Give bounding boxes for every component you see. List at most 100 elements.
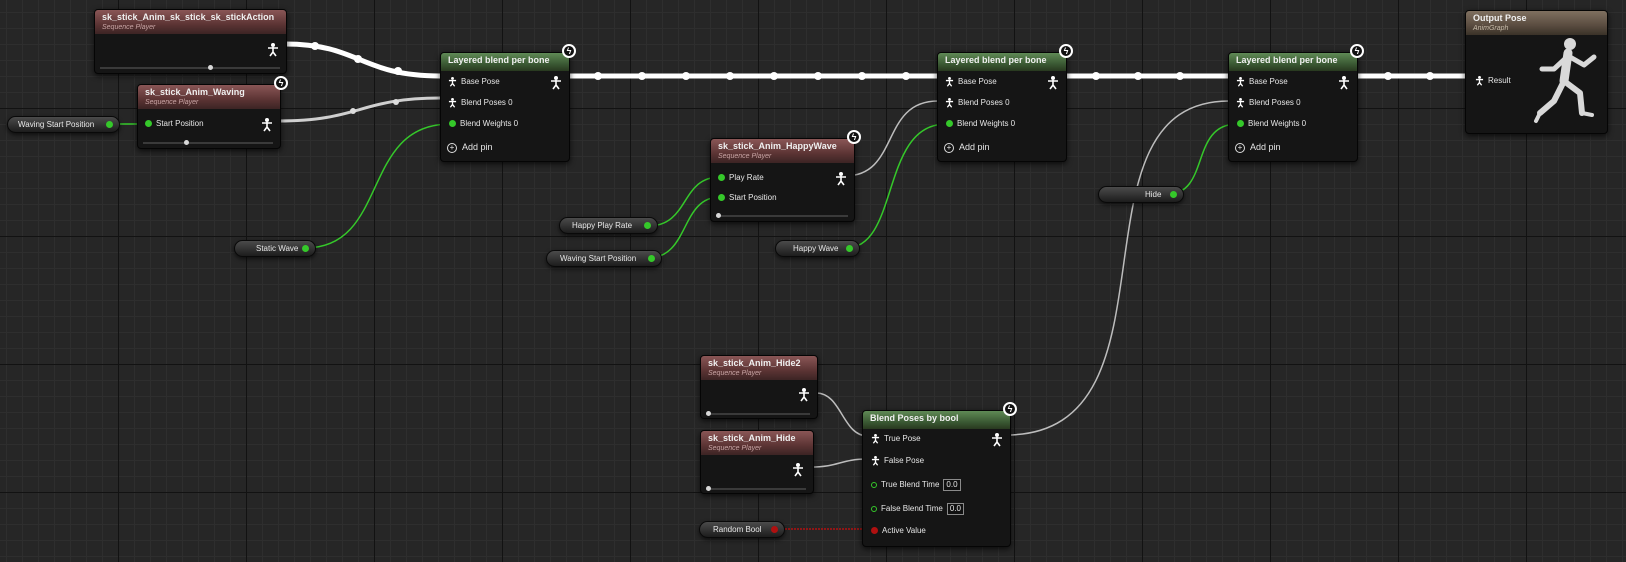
node-title: sk_stick_Anim_HappyWave bbox=[718, 141, 837, 151]
pose-output-pin-icon[interactable] bbox=[835, 172, 847, 186]
sequence-player-hide-node[interactable]: sk_stick_Anim_Hide Sequence Player bbox=[700, 430, 814, 494]
float-pin-icon[interactable] bbox=[145, 120, 152, 128]
fast-path-icon: ϟ bbox=[1059, 44, 1073, 58]
base-pose-pin[interactable]: Base Pose bbox=[1236, 77, 1288, 87]
slider-knob[interactable] bbox=[706, 411, 711, 416]
position-slider[interactable] bbox=[716, 213, 848, 218]
variable-static-wave[interactable]: Static Wave bbox=[234, 240, 316, 257]
pose-output-pin-icon[interactable] bbox=[267, 43, 279, 57]
pose-output-pin-icon[interactable] bbox=[1338, 76, 1350, 90]
blend-weights-pin[interactable]: Blend Weights 0 bbox=[1237, 119, 1306, 129]
pin-label: Start Position bbox=[729, 193, 777, 202]
variable-label: Happy Wave bbox=[793, 244, 839, 253]
pose-pin-icon[interactable] bbox=[448, 98, 457, 108]
false-blend-time-input[interactable]: 0.0 bbox=[946, 503, 964, 515]
float-pin-icon[interactable] bbox=[644, 222, 651, 229]
start-position-pin[interactable]: Start Position bbox=[145, 119, 204, 129]
base-pose-pin[interactable]: Base Pose bbox=[945, 77, 997, 87]
float-pin-icon[interactable] bbox=[871, 481, 877, 488]
sequence-player-action-node[interactable]: sk_stick_Anim_sk_stick_sk_stickAction Se… bbox=[94, 9, 287, 74]
node-title: Layered blend per bone bbox=[448, 55, 550, 65]
float-pin-icon[interactable] bbox=[1170, 191, 1177, 198]
start-position-pin[interactable]: Start Position bbox=[718, 193, 777, 203]
float-pin-icon[interactable] bbox=[846, 245, 853, 252]
slider-knob[interactable] bbox=[706, 486, 711, 491]
slider-knob[interactable] bbox=[716, 213, 721, 218]
slider-knob[interactable] bbox=[184, 140, 189, 145]
variable-happy-wave[interactable]: Happy Wave bbox=[775, 240, 860, 257]
variable-random-bool[interactable]: Random Bool bbox=[699, 521, 785, 538]
blend-weights-pin[interactable]: Blend Weights 0 bbox=[449, 119, 518, 129]
pose-pin-icon[interactable] bbox=[1236, 98, 1245, 108]
blend-weights-pin[interactable]: Blend Weights 0 bbox=[946, 119, 1015, 129]
blend-poses-pin[interactable]: Blend Poses 0 bbox=[945, 98, 1010, 108]
sequence-player-happywave-node[interactable]: sk_stick_Anim_HappyWave Sequence Player … bbox=[710, 130, 861, 222]
slider-knob[interactable] bbox=[208, 65, 213, 70]
float-wire-happy-rate bbox=[647, 176, 721, 227]
pose-output-pin-icon[interactable] bbox=[792, 463, 804, 477]
node-subtitle: Sequence Player bbox=[102, 24, 156, 31]
variable-happy-play-rate[interactable]: Happy Play Rate bbox=[559, 217, 658, 234]
pose-output-pin-icon[interactable] bbox=[798, 388, 810, 402]
node-header: sk_stick_Anim_Hide Sequence Player bbox=[701, 431, 813, 455]
position-slider[interactable] bbox=[100, 65, 280, 70]
running-mannequin-icon bbox=[1534, 38, 1597, 123]
blend-poses-pin[interactable]: Blend Poses 0 bbox=[448, 98, 513, 108]
variable-waving-start-position[interactable]: Waving Start Position bbox=[7, 116, 120, 133]
float-pin-icon[interactable] bbox=[718, 174, 725, 182]
variable-hide[interactable]: Hide bbox=[1098, 186, 1184, 203]
fast-path-icon: ϟ bbox=[562, 44, 576, 58]
node-title: Blend Poses by bool bbox=[870, 413, 959, 423]
active-value-pin[interactable]: Active Value bbox=[871, 526, 926, 536]
pose-output-pin-icon[interactable] bbox=[991, 433, 1003, 447]
pose-pin-icon[interactable] bbox=[945, 98, 954, 108]
float-pin-icon[interactable] bbox=[1237, 120, 1244, 128]
float-pin-icon[interactable] bbox=[648, 255, 655, 262]
pose-pin-icon[interactable] bbox=[448, 77, 457, 87]
pin-label: Blend Weights 0 bbox=[1248, 119, 1307, 128]
float-pin-icon[interactable] bbox=[871, 505, 877, 512]
false-pose-pin[interactable]: False Pose bbox=[871, 456, 924, 466]
layered-blend-node-2[interactable]: Layered blend per bone Base Pose Blend P… bbox=[937, 44, 1073, 162]
play-rate-pin[interactable]: Play Rate bbox=[718, 173, 764, 183]
true-blend-time-input[interactable]: 0.0 bbox=[943, 479, 961, 491]
float-pin-icon[interactable] bbox=[449, 120, 456, 128]
pin-label: False Pose bbox=[884, 456, 925, 466]
float-wire-static-wave bbox=[304, 123, 451, 249]
flow-bubbles bbox=[311, 42, 1434, 114]
variable-waving-start-position-2[interactable]: Waving Start Position bbox=[546, 250, 662, 267]
add-pin-button[interactable]: +Add pin bbox=[447, 142, 493, 153]
position-slider[interactable] bbox=[706, 411, 810, 416]
add-pin-button[interactable]: +Add pin bbox=[944, 142, 990, 153]
true-pose-pin[interactable]: True Pose bbox=[871, 434, 921, 444]
float-pin-icon[interactable] bbox=[946, 120, 953, 128]
pose-pin-icon[interactable] bbox=[871, 456, 880, 466]
sequence-player-hide2-node[interactable]: sk_stick_Anim_Hide2 Sequence Player bbox=[700, 355, 818, 419]
position-slider[interactable] bbox=[706, 486, 806, 491]
pose-output-pin-icon[interactable] bbox=[261, 118, 273, 132]
pose-pin-icon[interactable] bbox=[1475, 76, 1484, 86]
output-pose-node[interactable]: Output Pose AnimGraph Result bbox=[1465, 10, 1608, 134]
node-subtitle: Sequence Player bbox=[708, 445, 762, 452]
result-pin[interactable]: Result bbox=[1475, 76, 1511, 86]
add-pin-button[interactable]: +Add pin bbox=[1235, 142, 1281, 153]
float-pin-icon[interactable] bbox=[718, 194, 725, 202]
position-slider[interactable] bbox=[143, 140, 273, 145]
float-pin-icon[interactable] bbox=[302, 245, 309, 252]
bool-pin-icon[interactable] bbox=[771, 526, 778, 533]
bool-pin-icon[interactable] bbox=[871, 527, 878, 535]
pose-output-pin-icon[interactable] bbox=[1047, 76, 1059, 90]
blend-poses-pin[interactable]: Blend Poses 0 bbox=[1236, 98, 1301, 108]
base-pose-pin[interactable]: Base Pose bbox=[448, 77, 500, 87]
layered-blend-node-3[interactable]: Layered blend per bone Base Pose Blend P… bbox=[1228, 44, 1364, 162]
pose-pin-icon[interactable] bbox=[1236, 77, 1245, 87]
sequence-player-waving-node[interactable]: sk_stick_Anim_Waving Sequence Player Sta… bbox=[137, 76, 288, 149]
pose-pin-icon[interactable] bbox=[871, 434, 880, 444]
blend-poses-by-bool-node[interactable]: Blend Poses by bool True Pose False Pose… bbox=[862, 402, 1017, 547]
layered-blend-node-1[interactable]: Layered blend per bone Base Pose Blend P… bbox=[440, 44, 576, 162]
pose-output-pin-icon[interactable] bbox=[550, 76, 562, 90]
float-pin-icon[interactable] bbox=[106, 121, 113, 128]
pose-pin-icon[interactable] bbox=[945, 77, 954, 87]
